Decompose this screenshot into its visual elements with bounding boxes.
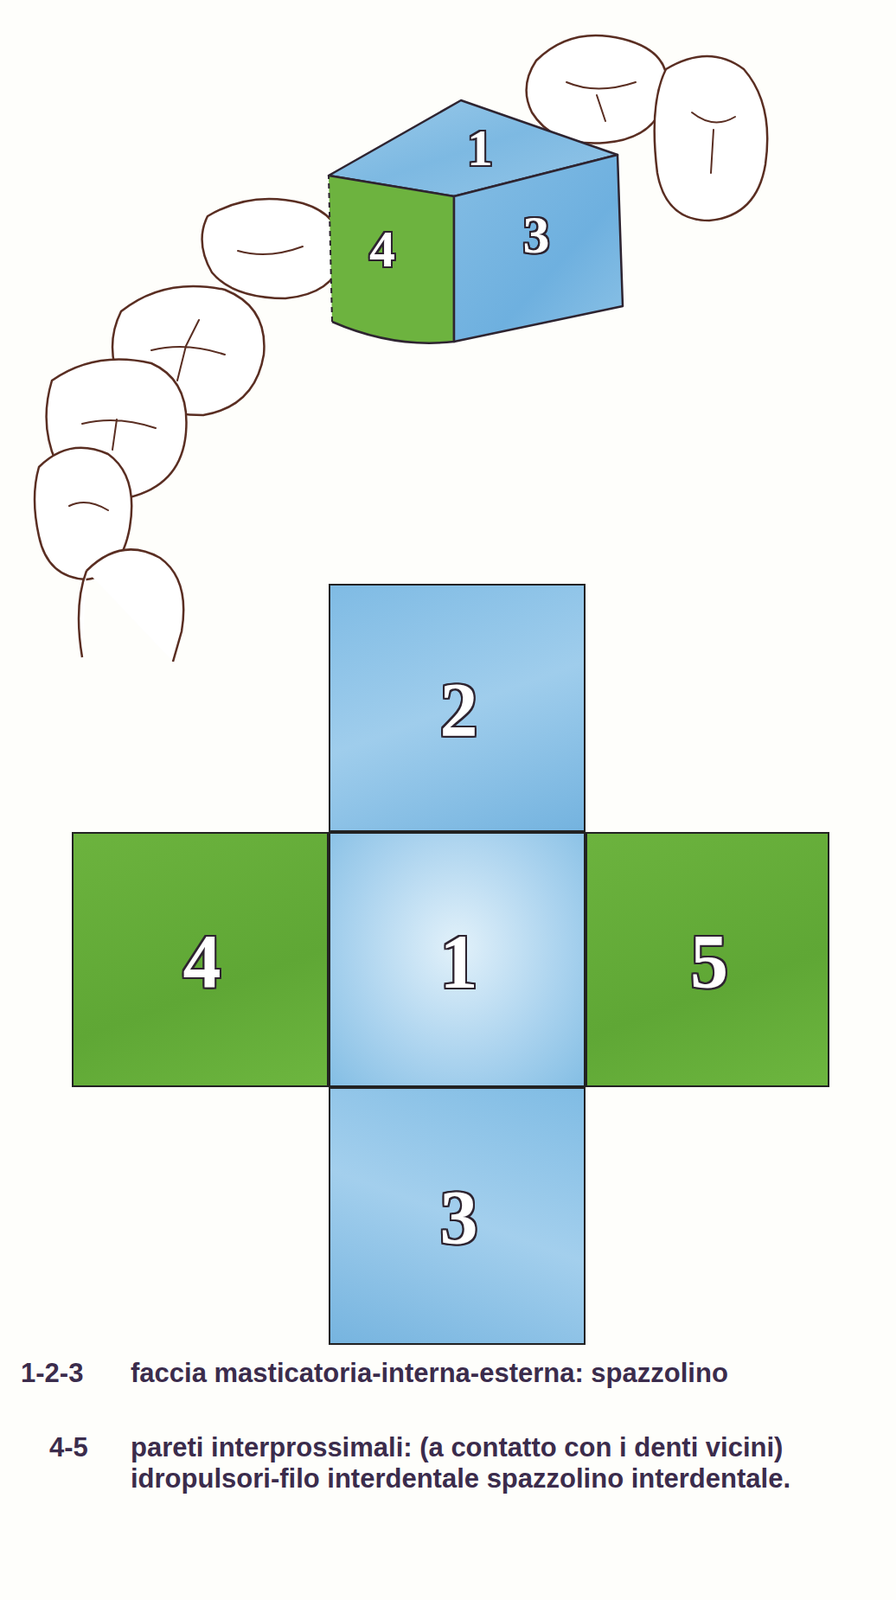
tooth-groove — [691, 112, 736, 173]
face-number: 1 — [467, 121, 493, 174]
face-number: 1 — [440, 923, 479, 1000]
cube-face: 3 — [454, 154, 623, 342]
tooth — [78, 549, 184, 662]
key-numbers: 4-5 — [49, 1432, 128, 1464]
net-face: 5 — [585, 832, 830, 1088]
face-number: 4 — [369, 223, 396, 276]
tooth — [202, 198, 343, 299]
key-text: pareti interprossimali: (a contatto con … — [130, 1432, 875, 1495]
tooth-groove — [237, 246, 303, 255]
hidden-edge — [328, 175, 333, 322]
face-fill — [328, 175, 455, 344]
net-face: 3 — [328, 1087, 586, 1345]
face-number: 5 — [690, 923, 729, 1000]
face-outline — [328, 175, 455, 344]
key-numbers: 1-2-3 — [20, 1357, 125, 1389]
cube-face: 4 — [328, 175, 455, 342]
face-fill — [454, 154, 623, 342]
face-number: 3 — [523, 207, 551, 262]
tooth-groove — [566, 82, 636, 122]
tooth-groove — [82, 419, 156, 450]
net-face: 2 — [328, 583, 586, 832]
face-number: 3 — [440, 1179, 479, 1256]
key-text: faccia masticatoria-interna-esterna: spa… — [130, 1357, 875, 1389]
net-face: 1 — [328, 832, 586, 1088]
tooth-groove — [69, 502, 109, 511]
tooth — [654, 56, 768, 221]
tooth — [526, 35, 668, 144]
tooth-groove — [151, 320, 225, 381]
face-number: 2 — [440, 672, 479, 749]
net-face: 4 — [71, 832, 329, 1088]
face-number: 4 — [183, 923, 222, 1000]
